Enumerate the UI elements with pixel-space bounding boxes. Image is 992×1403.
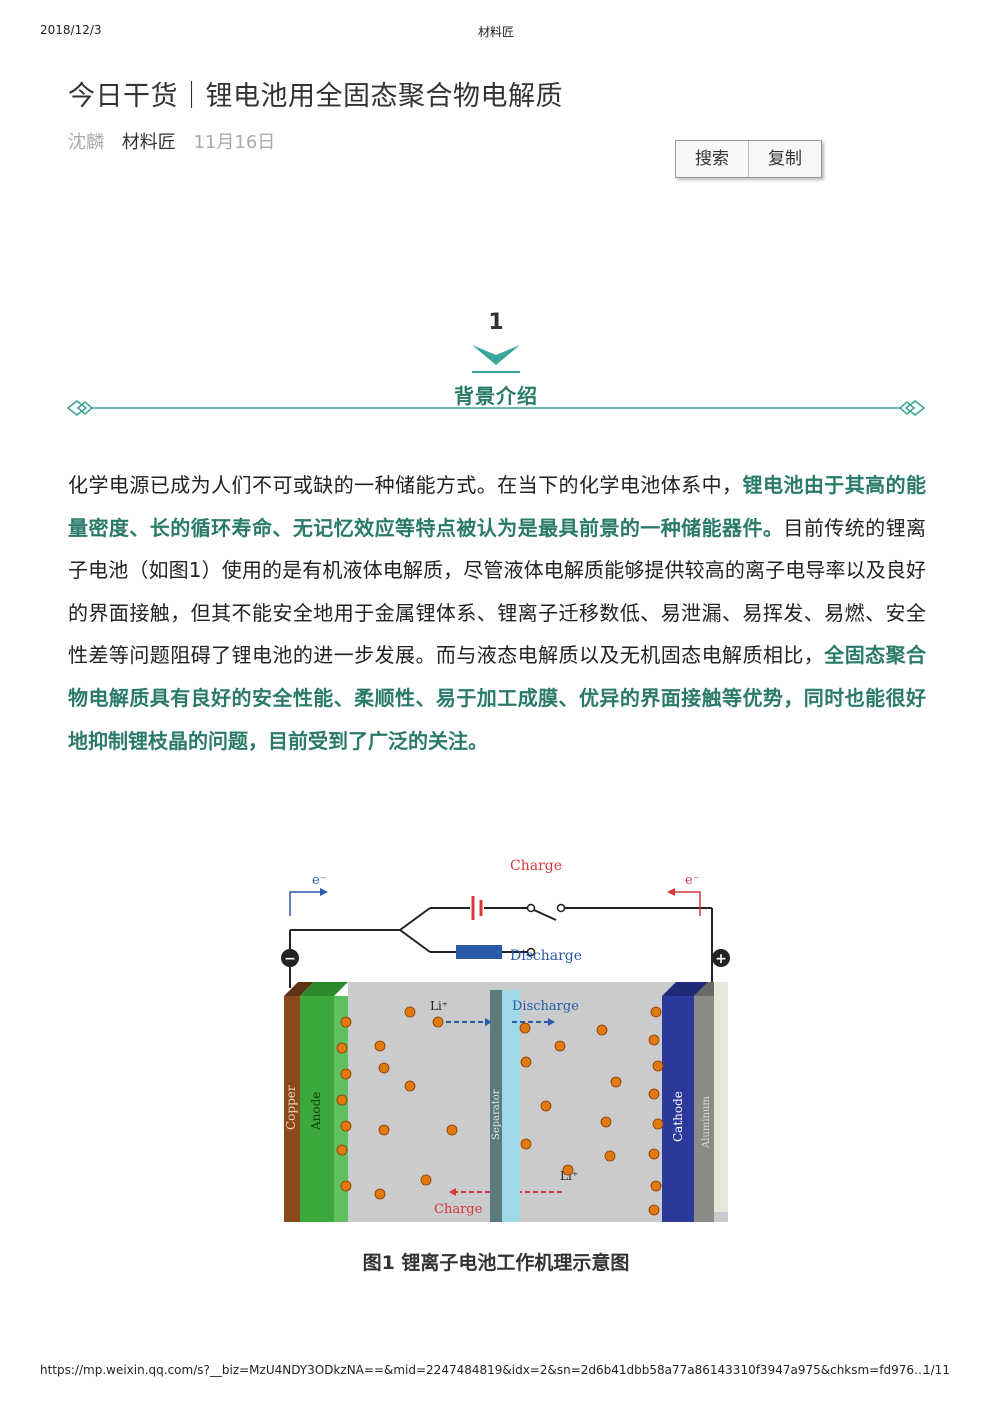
switch-contact: [556, 903, 566, 913]
charge-flow-label: Charge: [434, 1202, 483, 1217]
author-name: 沈麟: [68, 132, 104, 153]
copper-label: Copper: [284, 1085, 298, 1130]
highlighted-text: 全固态聚合物电解质具有良好的安全性能、柔顺性、易于加工成膜、优异的界面接触等优势…: [68, 643, 927, 753]
section-title: 背景介绍: [454, 384, 538, 408]
charge-label: Charge: [510, 858, 562, 874]
switch-contact: [526, 903, 536, 913]
electron-label: e⁻: [312, 873, 327, 888]
switch-contact: [526, 947, 536, 957]
search-button[interactable]: 搜索: [695, 149, 729, 169]
minus-sign: −: [284, 951, 296, 967]
account-link[interactable]: 材料匠: [121, 132, 176, 153]
cathode-label: Cathode: [671, 1091, 685, 1142]
copy-button[interactable]: 复制: [748, 141, 821, 177]
separator-layer: [490, 990, 502, 1222]
highlighted-text: 锂电池由于其高的能量密度、长的循环寿命、无记忆效应等特点被认为是最具前景的一种储…: [68, 473, 927, 540]
copper-layer: [284, 996, 300, 1222]
paragraph-text: 化学电源已成为人们不可或缺的一种储能方式。在当下的化学电池体系中，: [68, 473, 743, 497]
negative-terminal-icon: [281, 949, 299, 967]
discharge-label: Discharge: [510, 948, 582, 964]
discharge-flow-label: Discharge: [512, 999, 579, 1014]
separator-label: Separator: [491, 1089, 502, 1140]
anode-label: Anode: [309, 1092, 323, 1131]
electron-arrow-left: [289, 891, 320, 916]
print-date: 2018/12/3: [40, 23, 102, 37]
print-site-title: 材料匠: [477, 25, 514, 39]
lithium-ion-label: Li⁺: [430, 999, 448, 1013]
lithium-ion-particles: [336, 1006, 664, 1216]
diamond-left-icon: [66, 400, 94, 416]
figure-caption: 图1 锂离子电池工作机理示意图: [362, 1252, 630, 1274]
article-meta: 沈麟 材料匠 11月16日: [68, 128, 275, 154]
body-paragraph: 化学电源已成为人们不可或缺的一种储能方式。在当下的化学电池体系中，锂电池由于其高…: [68, 464, 926, 762]
circuit-wire: [289, 907, 713, 990]
load-resistor: [456, 945, 502, 959]
chevron-down-icon: [472, 345, 520, 373]
battery-diagram: Charge Discharge e⁻ e⁻ − + Copper Anode …: [281, 858, 730, 1222]
aluminum-label: Aluminum: [701, 1096, 712, 1149]
article-title: 今日干货｜锂电池用全固态聚合物电解质: [68, 81, 563, 112]
print-footer-url: https://mp.weixin.qq.com/s?__biz=MzU4NDY…: [40, 1363, 926, 1377]
plus-sign: +: [715, 951, 727, 967]
search-copy-toolbar: 搜索 复制: [675, 140, 822, 178]
print-page-number: 1/11: [923, 1363, 950, 1377]
section-number: 1: [488, 310, 504, 335]
electron-label: e⁻: [685, 873, 700, 888]
cathode-layer: [662, 996, 694, 1222]
battery-symbol: [471, 896, 483, 920]
publish-date: 11月16日: [193, 132, 276, 153]
diamond-right-icon: [898, 400, 926, 416]
section-divider: [66, 345, 926, 416]
paragraph-text: 目前传统的锂离子电池（如图1）使用的是有机液体电解质，尽管液体电解质能够提供较高…: [68, 515, 927, 668]
aluminum-layer: [694, 996, 714, 1222]
electron-arrow-right: [675, 891, 701, 916]
positive-terminal-icon: [712, 949, 730, 967]
anode-layer: [300, 996, 334, 1222]
